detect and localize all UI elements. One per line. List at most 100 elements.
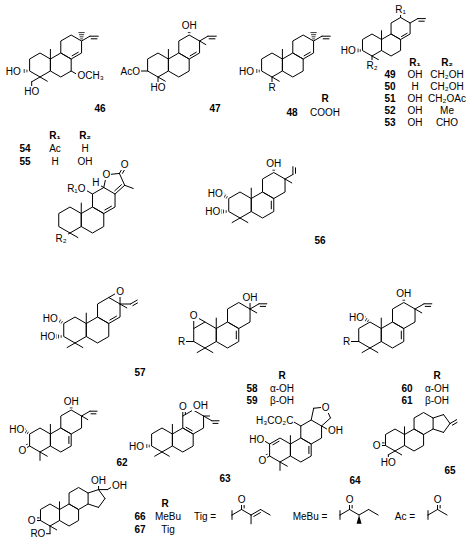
ring xyxy=(290,438,311,462)
bond xyxy=(452,422,457,425)
bond xyxy=(125,185,134,188)
ring xyxy=(69,488,88,510)
bond xyxy=(410,19,418,23)
bond xyxy=(79,34,83,35)
atom-label: HO xyxy=(8,424,25,435)
ring xyxy=(414,413,433,435)
bond xyxy=(88,490,98,493)
structure xyxy=(183,297,266,352)
atom-label: Me xyxy=(439,105,455,116)
bond xyxy=(388,451,395,455)
compound-label: 60 xyxy=(400,383,413,394)
bond xyxy=(90,36,98,37)
bond xyxy=(91,38,97,39)
bond xyxy=(403,300,405,301)
atom-label: CHO xyxy=(435,117,459,128)
bond xyxy=(133,303,138,306)
compound-label: 59 xyxy=(245,395,258,406)
bond xyxy=(162,452,169,456)
atom-label: OH xyxy=(90,475,107,486)
atom-label: O xyxy=(433,494,443,505)
bond xyxy=(428,511,429,515)
bond xyxy=(418,18,426,19)
bond xyxy=(381,318,382,328)
ring xyxy=(40,504,59,526)
bond xyxy=(260,306,265,307)
bond xyxy=(59,320,61,323)
bond xyxy=(240,218,248,223)
bond xyxy=(27,432,29,434)
bond xyxy=(415,304,424,309)
bond xyxy=(58,335,59,338)
ring xyxy=(270,438,291,462)
bond xyxy=(280,462,287,466)
bond xyxy=(340,510,350,516)
bond xyxy=(304,52,310,56)
bond xyxy=(186,427,192,431)
compound-label: 47 xyxy=(208,103,221,114)
bond xyxy=(232,511,233,515)
atom-label: Ac xyxy=(48,143,62,154)
bond xyxy=(91,413,96,414)
structure xyxy=(377,413,457,463)
bond xyxy=(88,504,98,507)
bond xyxy=(282,49,283,59)
bond xyxy=(444,415,450,424)
bond xyxy=(424,303,432,304)
bond xyxy=(256,69,257,72)
bond xyxy=(250,309,257,313)
atom-label: OH xyxy=(407,105,424,116)
bond xyxy=(251,515,252,524)
atom-label: R₁O xyxy=(66,183,86,194)
ring xyxy=(61,35,82,59)
bond xyxy=(290,436,291,444)
ring xyxy=(172,428,193,452)
atom-label: R xyxy=(267,82,276,93)
bond xyxy=(50,526,51,534)
structure xyxy=(21,402,97,461)
bond xyxy=(365,318,367,321)
bond xyxy=(168,49,169,59)
bond xyxy=(285,179,292,183)
bond xyxy=(119,173,124,185)
bond xyxy=(272,77,279,81)
ring xyxy=(301,420,322,444)
atom-label: O xyxy=(178,401,188,412)
atom-label: O xyxy=(120,159,130,170)
atom-label: OH xyxy=(395,288,412,299)
bond xyxy=(419,21,424,22)
ring xyxy=(152,428,173,452)
bond xyxy=(208,36,216,37)
ring xyxy=(93,188,116,214)
atom-label: CH₂OH xyxy=(429,81,464,92)
atom-label: OCH₃ xyxy=(76,70,104,81)
compound-label: 54 xyxy=(18,143,31,154)
ring xyxy=(228,303,251,329)
structure xyxy=(32,481,114,534)
atom-label: H xyxy=(91,177,100,188)
bond xyxy=(110,316,117,320)
bond xyxy=(50,49,51,59)
atom-label: OH xyxy=(77,156,94,167)
ring xyxy=(216,322,239,348)
bond xyxy=(67,343,75,348)
compound-label: 63 xyxy=(218,473,231,484)
bond xyxy=(82,36,90,41)
bond xyxy=(433,415,443,418)
ring xyxy=(263,173,286,199)
atom-label: HO xyxy=(340,45,357,56)
bond xyxy=(59,502,60,510)
bond xyxy=(61,336,62,338)
atom-label: OH xyxy=(181,20,198,31)
ring xyxy=(293,35,314,59)
structure xyxy=(218,163,295,222)
bond xyxy=(226,211,227,213)
ring xyxy=(98,298,121,324)
bond xyxy=(226,197,228,199)
atom-label: HO xyxy=(39,331,56,342)
bond xyxy=(82,416,88,420)
ring xyxy=(179,35,200,59)
atom-label: H₃CO₂C xyxy=(255,415,294,426)
atom-label: H xyxy=(410,81,419,92)
bond xyxy=(292,167,293,175)
